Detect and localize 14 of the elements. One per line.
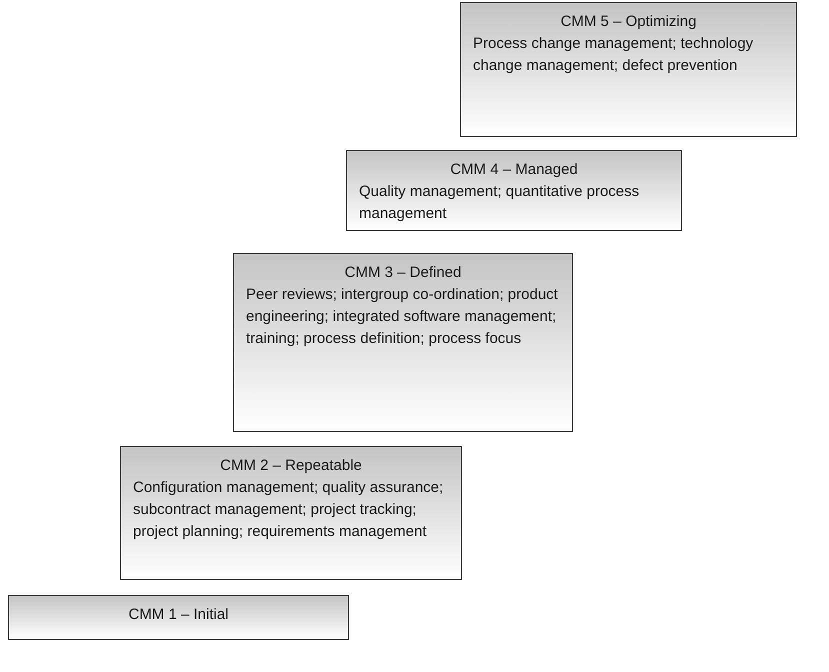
level-title: CMM 2 – Repeatable [219, 456, 363, 476]
level-box [460, 2, 797, 137]
level-description: Process change management; technology change management; defect prevention [473, 34, 754, 76]
level-title: CMM 1 – Initial [127, 605, 230, 625]
level-box [233, 253, 573, 432]
level-title: CMM 4 – Managed [449, 160, 579, 180]
level-description: Quality management; quantitative process management [359, 182, 640, 224]
level-box [346, 150, 682, 231]
level-title: CMM 5 – Optimizing [560, 12, 698, 32]
level-box [120, 446, 462, 580]
level-description: Peer reviews; intergroup co-ordination; product engineering; integrated software management; training; process definition; process focus [246, 285, 559, 349]
level-box [8, 595, 349, 640]
level-description: Configuration management; quality assurance; subcontract management; project tracking; project planning; requirements management [133, 478, 444, 542]
level-title: CMM 3 – Defined [344, 263, 462, 283]
